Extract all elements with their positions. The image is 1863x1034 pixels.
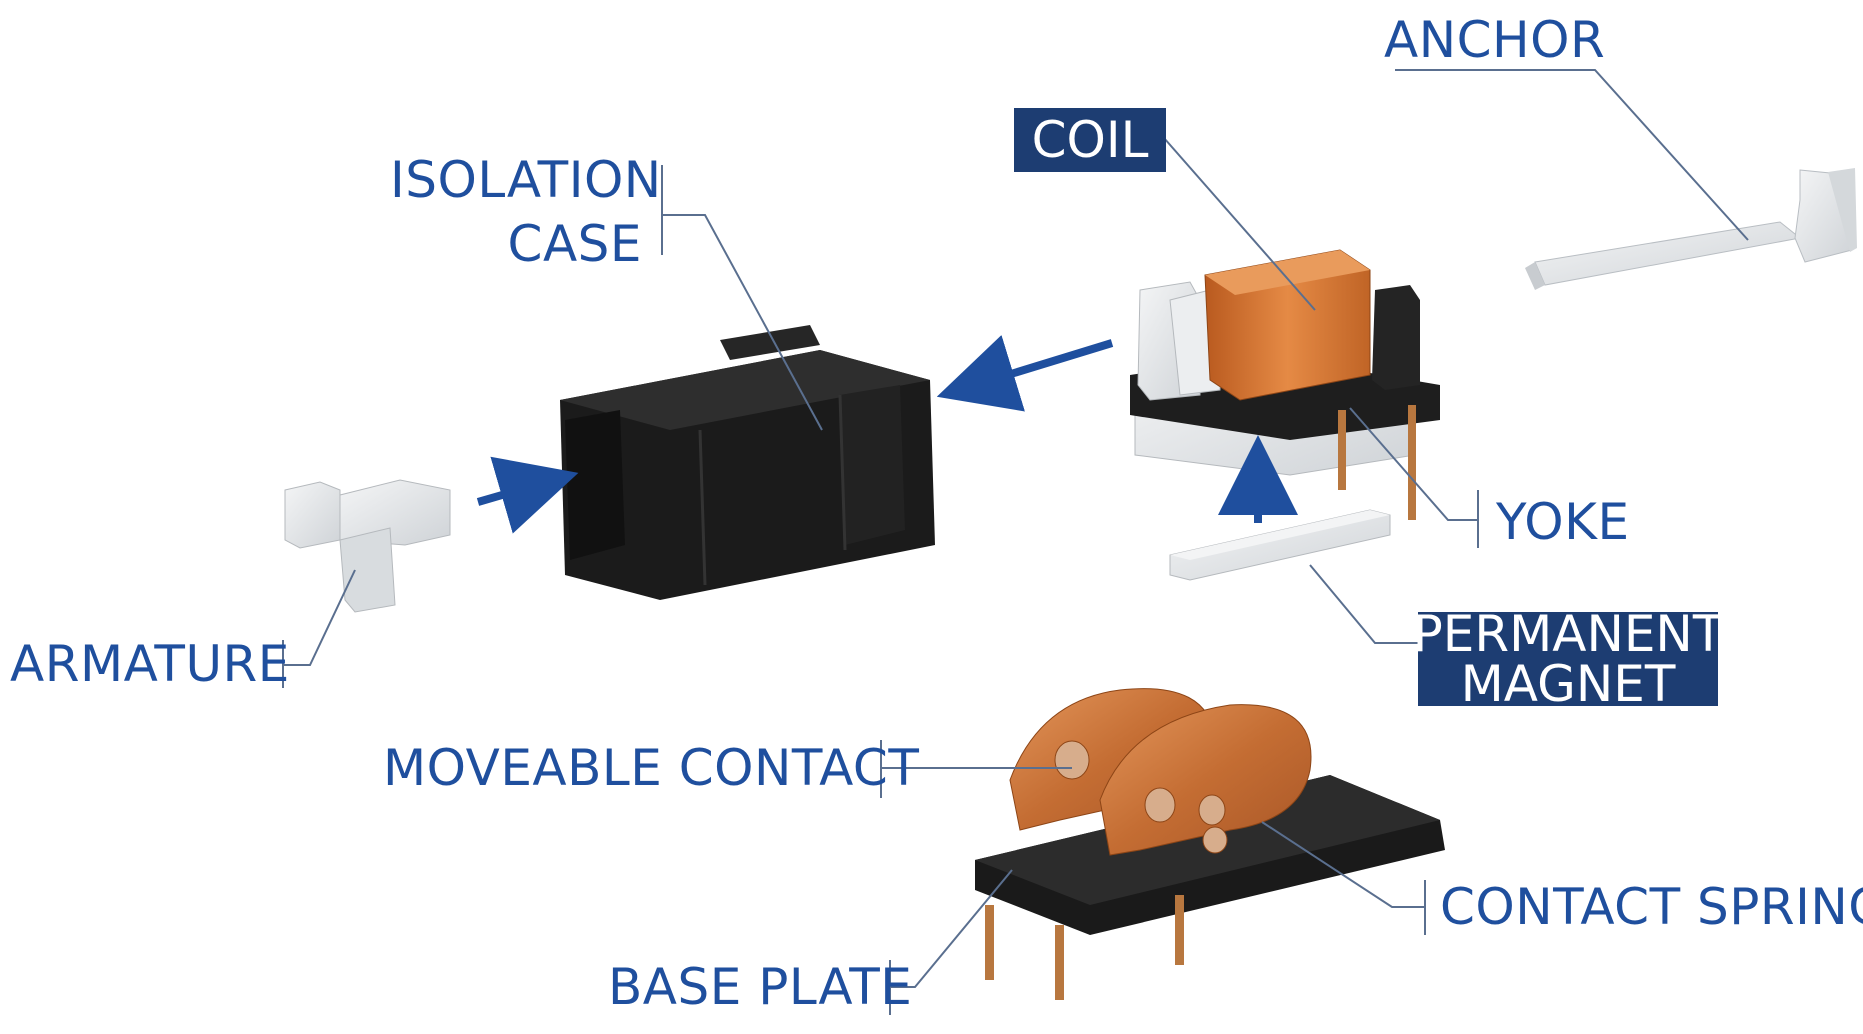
leader-anchor [1395,69,1749,241]
label-permanent-magnet-box: PERMANENT MAGNET [1413,609,1724,713]
armature-part [284,479,451,613]
label-isolation-line1: ISOLATION [390,151,662,209]
leader-armature [283,569,356,666]
label-yoke: YOKE [1496,493,1630,551]
label-coil-box: COIL [1014,108,1166,172]
label-permanent-line2: MAGNET [1460,655,1676,713]
leader-yoke [1349,407,1478,521]
arrow-armature-to-case [476,456,579,534]
contact-springs-part [1009,688,1312,856]
leader-coil [1163,137,1316,311]
label-isolation-line2: CASE [507,215,642,273]
label-moveable-contact: MOVEABLE CONTACT [383,739,920,797]
anchor-part [1525,168,1857,290]
leader-spring [1261,821,1425,908]
arrow-coil-to-case [936,335,1114,412]
label-anchor: ANCHOR [1384,11,1606,69]
label-armature: ARMATURE [10,635,290,693]
label-contact-spring: CONTACT SPRING [1440,878,1863,936]
leader-magnet [1309,564,1418,644]
label-coil: COIL [1031,111,1149,169]
isolation-case-part [560,325,935,600]
label-base-plate: BASE PLATE [608,958,913,1016]
leader-base [890,869,1013,988]
coil-assembly [1130,249,1440,520]
permanent-magnet-part [1169,509,1391,581]
leader-lines [282,69,1749,1015]
label-permanent-line1: PERMANENT [1412,605,1724,663]
leader-isolation [662,214,823,431]
